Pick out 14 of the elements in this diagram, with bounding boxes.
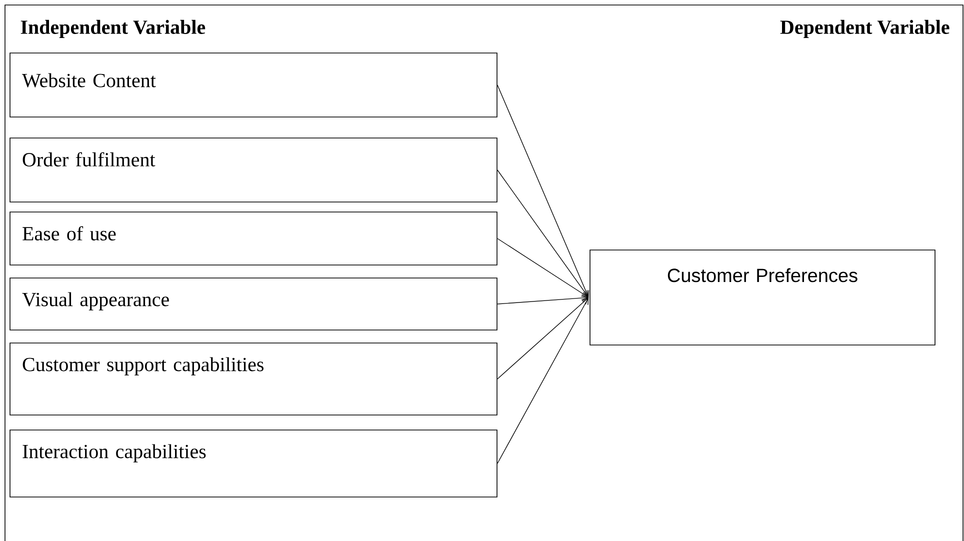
variable-box: Customer Preferences: [590, 250, 936, 346]
arrow: [497, 170, 589, 298]
arrow: [497, 298, 589, 464]
arrow: [497, 84, 590, 298]
variable-box: Customer support capabilities: [10, 342, 498, 416]
arrow: [497, 238, 589, 298]
arrow: [497, 298, 589, 380]
arrow: [497, 294, 589, 304]
variable-box: Interaction capabilities: [10, 430, 498, 498]
column-heading: Dependent Variable: [780, 20, 950, 38]
variable-box: Order fulfilment: [10, 138, 498, 202]
variable-box: Visual appearance: [10, 278, 498, 330]
variable-box: Ease of use: [10, 212, 498, 266]
variable-box: Website Content: [10, 52, 498, 118]
